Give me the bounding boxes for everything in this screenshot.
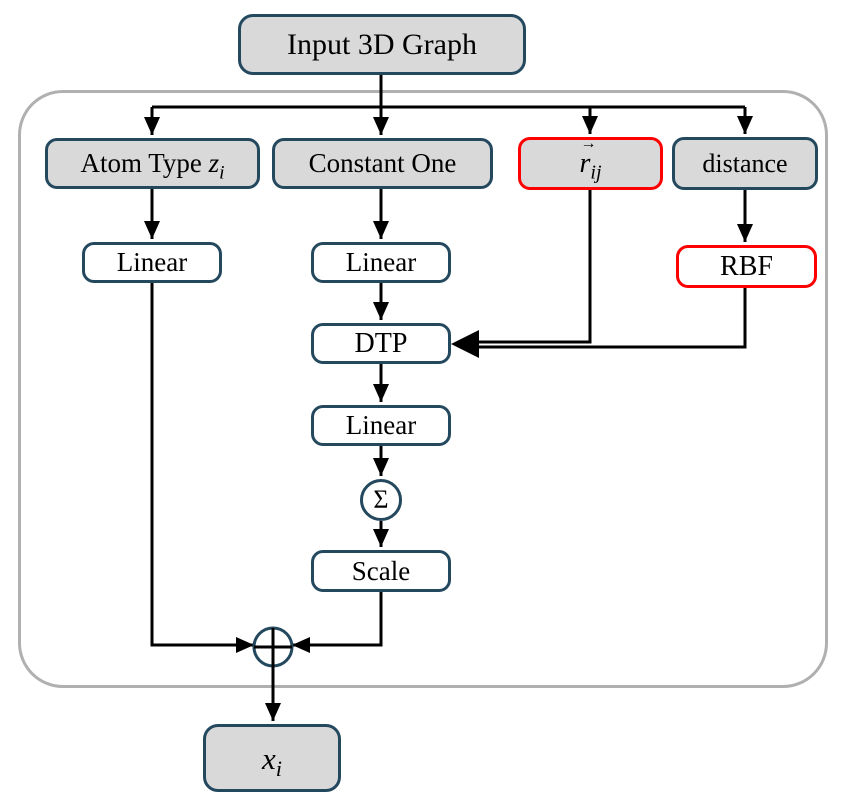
node-label: Constant One <box>308 148 457 178</box>
node-label: →rij <box>579 134 602 184</box>
node-rij-vector: →rij <box>518 134 663 190</box>
node-sum-circle: Σ <box>360 479 402 521</box>
node-label: DTP <box>354 327 408 359</box>
edge-rbf-dtp <box>476 288 747 349</box>
node-constant-one: Constant One <box>272 138 493 189</box>
dtp-arrowhead-icon <box>451 330 479 358</box>
node-scale: Scale <box>311 550 451 592</box>
node-rbf: RBF <box>676 245 817 288</box>
node-label: Linear <box>116 247 188 277</box>
node-input-3d-graph: Input 3D Graph <box>238 14 526 75</box>
node-label: distance <box>702 148 788 178</box>
node-linear-dtp: Linear <box>311 405 451 446</box>
node-label: Scale <box>351 555 411 586</box>
node-dtp: DTP <box>311 323 451 364</box>
node-output-xi: xi <box>203 724 341 792</box>
vector-arrow-icon: → <box>580 134 597 152</box>
node-label: RBF <box>720 250 773 282</box>
sigma-icon: Σ <box>373 485 389 514</box>
node-atom-type: Atom Type zi <box>45 138 260 189</box>
node-linear-atom: Linear <box>82 242 222 283</box>
node-label: Linear <box>345 247 417 277</box>
node-label: Atom Type zi <box>80 148 225 184</box>
edge-scale-combine <box>292 592 383 653</box>
node-label: xi <box>262 740 282 781</box>
node-label: Input 3D Graph <box>287 27 477 61</box>
module-container-frame <box>18 90 828 688</box>
edge-rij-dtp <box>476 190 592 344</box>
node-distance: distance <box>672 137 818 190</box>
node-linear-constant: Linear <box>311 242 451 283</box>
edge-linearatom-combine <box>150 283 254 653</box>
node-label: Linear <box>345 410 417 440</box>
